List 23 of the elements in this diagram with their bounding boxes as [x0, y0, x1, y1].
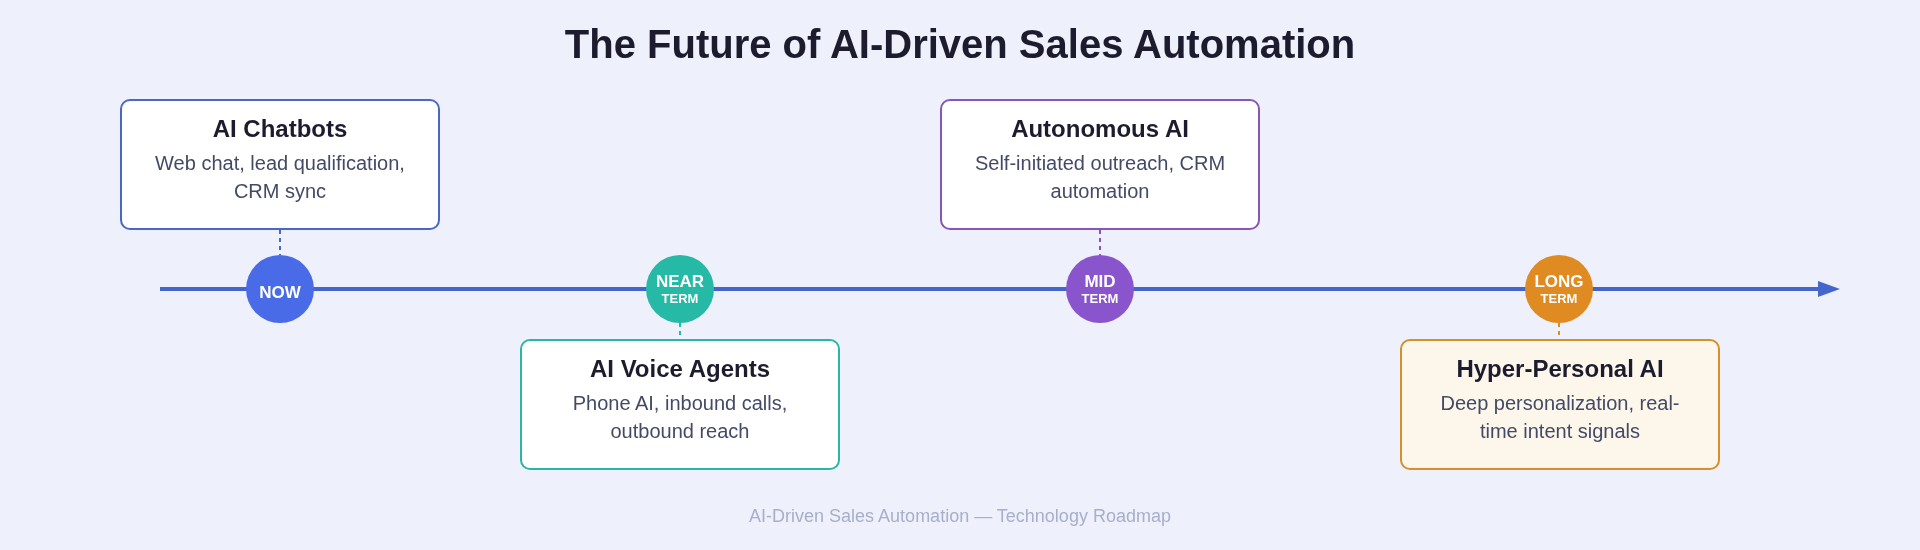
card-description: Self-initiated outreach, CRM automation [973, 151, 1227, 204]
milestone-label: NOW [259, 282, 301, 302]
connector-line [1099, 229, 1101, 256]
milestone-card [940, 99, 1260, 230]
milestone-card [520, 339, 840, 470]
milestone-label: TERM [1081, 291, 1119, 306]
card-title: AI Voice Agents [589, 355, 770, 383]
card-title: Hyper-Personal AI [1456, 355, 1664, 383]
card-title: Autonomous AI [1011, 115, 1189, 143]
card-title: AI Chatbots [212, 115, 348, 143]
card-description: Web chat, lead qualification, CRM sync [154, 151, 406, 204]
diagram-title: The Future of AI-Driven Sales Automation [564, 22, 1356, 66]
card-description: Deep personalization, real-time intent signals [1439, 391, 1681, 444]
milestone-label: TERM [661, 291, 699, 306]
connector-line [279, 229, 281, 256]
milestone-card [1400, 339, 1720, 470]
milestone-label: MID [1084, 272, 1116, 291]
milestone-card [120, 99, 440, 230]
caption: AI-Driven Sales Automation — Technology Roadmap [749, 506, 1171, 526]
card-description: Phone AI, inbound calls, outbound reach [571, 391, 789, 444]
milestone-label: NEAR [655, 272, 705, 291]
milestone-label: TERM [1540, 291, 1578, 306]
milestone-label: LONG [1534, 272, 1584, 291]
